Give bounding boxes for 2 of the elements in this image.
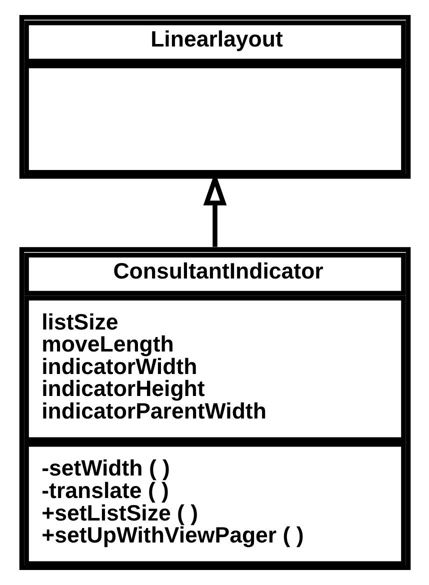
node-box: Linearlayout: [18, 14, 410, 179]
node-box: ConsultantIndicator listSize moveLength indicatorWidth indicatorHeight indicatorParentWidth -setWidth ( ) -translate ( ) +setListSize ( ) +setUpWithViewPager ( ): [18, 247, 410, 570]
